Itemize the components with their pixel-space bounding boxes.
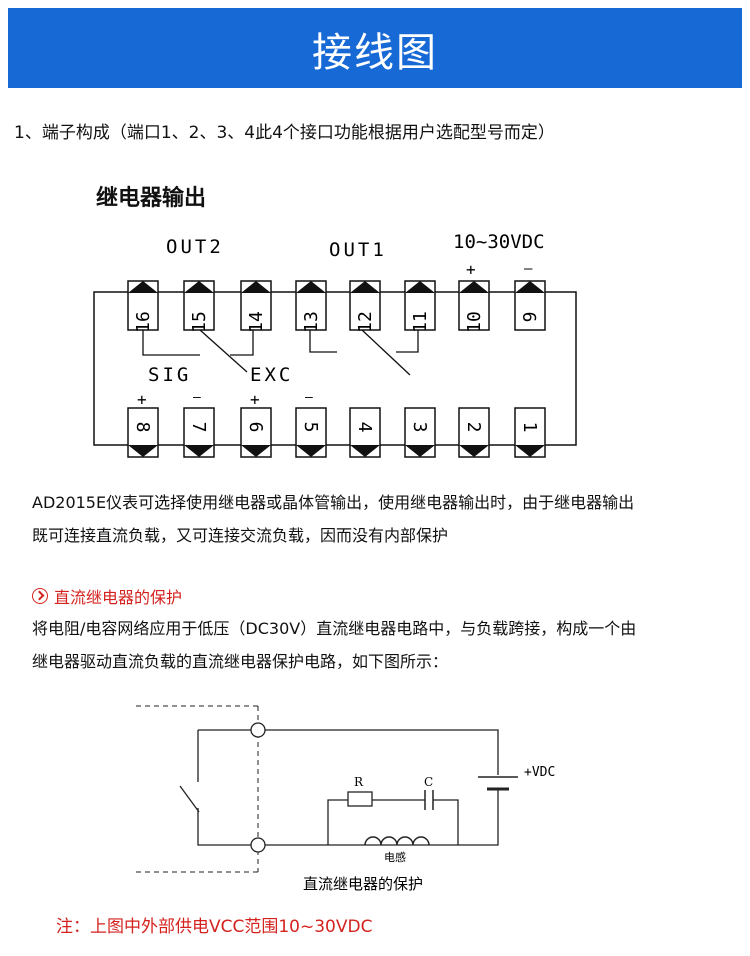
- inductor-label: 电感: [384, 851, 406, 864]
- rc-branch-wire: [327, 799, 459, 845]
- terminal-14: 14: [240, 280, 272, 333]
- protection-circuit: +VDC R C 电感 直流继电器的保护: [136, 705, 555, 893]
- resistor-label: R: [354, 775, 364, 789]
- terminal-arrow-down-icon: [459, 445, 489, 457]
- terminal-arrow-up-icon: [128, 281, 158, 293]
- supply-note: 注：上图中外部供电VCC范围10~30VDC: [56, 917, 373, 937]
- terminal-arrow-down-icon: [515, 445, 545, 457]
- polarity-sign: —: [193, 390, 201, 405]
- supply-minus-sign: —: [524, 261, 533, 277]
- terminal-number: 6: [245, 422, 266, 433]
- terminal-number: 14: [246, 311, 267, 333]
- out1-label: OUT1: [329, 239, 387, 261]
- exc-connector-line: [230, 330, 254, 356]
- polarity-sign: +: [250, 390, 260, 409]
- relay-output-heading: 继电器输出: [96, 186, 207, 211]
- terminal-15: 15: [183, 280, 215, 333]
- chevron-circle-icon: [32, 588, 48, 604]
- terminal-12: 12: [349, 280, 381, 333]
- terminal-arrow-down-icon: [184, 445, 214, 457]
- top-terminal-row: 16 15 14 13 12 11 10 9: [127, 280, 546, 333]
- protection-paragraph: 将电阻/电容网络应用于低压（DC30V）直流继电器电路中，与负载跨接，构成一个由…: [32, 612, 732, 678]
- circuit-caption: 直流继电器的保护: [303, 875, 423, 893]
- terminal-number: 12: [355, 311, 376, 333]
- terminal-11: 11: [404, 280, 436, 333]
- bottom-polarity-signs: + — + —: [137, 390, 313, 409]
- terminal-10: 10: [458, 280, 490, 333]
- header-banner: 接线图: [8, 8, 742, 88]
- terminal-arrow-up-icon: [459, 281, 489, 293]
- supply-label: 10~30VDC: [453, 231, 545, 253]
- terminal-arrow-up-icon: [515, 281, 545, 293]
- terminal-number: 10: [464, 311, 485, 333]
- terminal-arrow-down-icon: [128, 445, 158, 457]
- terminal-2: 2: [458, 407, 490, 458]
- inductor-gap: [366, 846, 428, 849]
- terminal-arrow-down-icon: [296, 445, 326, 457]
- out1-diagonal-line: [361, 329, 411, 376]
- out1-connector-line: [309, 330, 337, 353]
- terminal-arrow-up-icon: [405, 281, 435, 293]
- polarity-sign: +: [137, 390, 147, 409]
- protection-heading-text: 直流继电器的保护: [54, 588, 183, 607]
- page-title: 接线图: [312, 30, 438, 76]
- terminal-node-bottom: [250, 837, 266, 853]
- terminal-number: 2: [463, 422, 484, 433]
- terminal-9: 9: [514, 280, 546, 331]
- terminal-number: 16: [133, 311, 154, 333]
- supply-plus-sign: +: [466, 260, 476, 279]
- terminal-4: 4: [349, 407, 381, 458]
- terminal-arrow-down-icon: [350, 445, 380, 457]
- terminal-number: 1: [519, 422, 540, 433]
- terminal-number: 11: [410, 311, 431, 333]
- top-wire: [198, 729, 499, 775]
- terminal-16: 16: [127, 280, 159, 333]
- terminal-number: 3: [409, 422, 430, 433]
- relay-switch-contact: [179, 785, 200, 813]
- bottom-wire: [197, 730, 499, 846]
- bottom-terminal-row: 8 7 6 5 4 3 2 1: [127, 407, 546, 458]
- terminal-6: 6: [240, 407, 272, 458]
- terminal-number: 15: [189, 311, 210, 333]
- exc-diagonal-line: [199, 329, 248, 373]
- out1-return-line: [396, 330, 419, 353]
- terminal-block-outline: [93, 291, 577, 446]
- terminal-node-top: [250, 722, 266, 738]
- polarity-sign: —: [305, 390, 313, 405]
- terminal-number: 8: [132, 422, 153, 433]
- description-paragraph: AD2015E仪表可选择使用继电器或晶体管输出，使用继电器输出时，由于继电器输出…: [32, 486, 732, 552]
- protection-heading: 直流继电器的保护: [32, 584, 182, 608]
- terminal-1: 1: [514, 407, 546, 458]
- terminal-number: 7: [188, 422, 209, 433]
- section-title: 1、端子构成（端口1、2、3、4此4个接口功能根据用户选配型号而定）: [14, 123, 555, 143]
- terminal-7: 7: [183, 407, 215, 458]
- terminal-arrow-up-icon: [241, 281, 271, 293]
- sig-connector-line: [142, 330, 200, 356]
- terminal-number: 5: [300, 422, 321, 433]
- sig-label: SIG: [148, 364, 191, 386]
- vdc-label: +VDC: [524, 765, 555, 780]
- terminal-number: 13: [301, 311, 322, 333]
- description-line-2: 既可连接直流负载，又可连接交流负载，因而没有内部保护: [32, 526, 449, 545]
- terminal-5: 5: [295, 407, 327, 458]
- resistor-symbol: [347, 791, 373, 807]
- terminal-3: 3: [404, 407, 436, 458]
- terminal-arrow-down-icon: [405, 445, 435, 457]
- out2-label: OUT2: [166, 236, 224, 258]
- protection-line-2: 继电器驱动直流负载的直流继电器保护电路，如下图所示：: [32, 652, 449, 671]
- protection-line-1: 将电阻/电容网络应用于低压（DC30V）直流继电器电路中，与负载跨接，构成一个由: [32, 619, 637, 638]
- terminal-number: 4: [354, 422, 375, 433]
- exc-label: EXC: [250, 364, 293, 386]
- terminal-arrow-up-icon: [296, 281, 326, 293]
- terminal-number: 9: [520, 312, 541, 323]
- terminal-8: 8: [127, 407, 159, 458]
- description-line-1: AD2015E仪表可选择使用继电器或晶体管输出，使用继电器输出时，由于继电器输出: [32, 493, 635, 512]
- capacitor-label: C: [424, 775, 433, 789]
- terminal-arrow-up-icon: [350, 281, 380, 293]
- terminal-arrow-up-icon: [184, 281, 214, 293]
- inductor-symbol: [364, 836, 430, 846]
- terminal-13: 13: [295, 280, 327, 333]
- terminal-arrow-down-icon: [241, 445, 271, 457]
